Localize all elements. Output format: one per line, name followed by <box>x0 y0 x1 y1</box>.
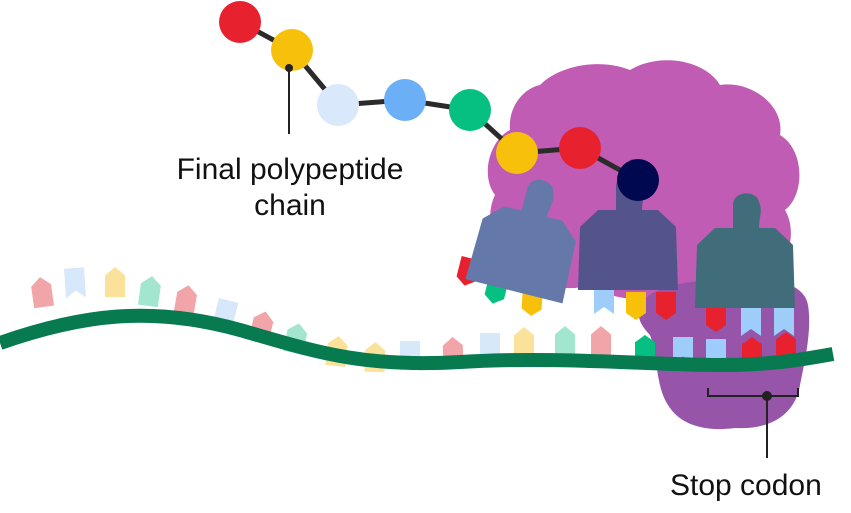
trna-3-body <box>695 193 795 308</box>
nucleotide <box>173 285 197 317</box>
anticodon-base <box>594 286 614 314</box>
amino-acid-7 <box>559 127 601 169</box>
chain-label-line2: chain <box>254 189 326 222</box>
stop-base-3 <box>776 332 796 358</box>
trna-2 <box>578 175 678 320</box>
nucleotide <box>514 327 534 357</box>
codon-base-2 <box>673 337 693 363</box>
trna-3 <box>695 193 795 336</box>
trna-2-body <box>578 175 678 290</box>
amino-acid-2 <box>271 29 313 71</box>
nucleotide <box>138 276 161 308</box>
amino-acid-4 <box>384 79 426 121</box>
stop-base-2 <box>742 337 762 363</box>
stop-codon-label: Stop codon <box>670 469 822 502</box>
chain-pointer-dot <box>285 64 293 72</box>
anticodon-base <box>656 292 676 320</box>
trna-1-body <box>465 179 576 304</box>
codon-bases <box>635 332 796 365</box>
polypeptide-chain <box>219 1 659 201</box>
anticodon-base <box>774 308 794 336</box>
amino-acid-5 <box>449 89 491 131</box>
amino-acid-8 <box>617 159 659 201</box>
stop-pointer-dot <box>762 391 772 401</box>
anticodon-base <box>741 308 761 336</box>
codon-base-1 <box>635 335 655 361</box>
stop-codon-bracket <box>707 388 799 397</box>
amino-acid-1 <box>219 1 261 43</box>
anticodon-base <box>706 304 726 332</box>
trna-1 <box>456 179 576 316</box>
nucleotide <box>591 326 611 356</box>
nucleotide <box>555 326 575 356</box>
final-polypeptide-chain-label: Final polypeptide chain <box>150 152 430 224</box>
anticodon-base <box>626 292 646 320</box>
nucleotide <box>105 267 125 297</box>
nucleotide <box>63 267 87 299</box>
mrna-strand <box>0 308 835 373</box>
trna-group <box>456 175 795 336</box>
chain-label-line1: Final polypeptide <box>176 153 404 186</box>
amino-acid-6 <box>496 132 538 174</box>
amino-acid-3 <box>317 84 359 126</box>
nucleotide <box>31 277 54 309</box>
